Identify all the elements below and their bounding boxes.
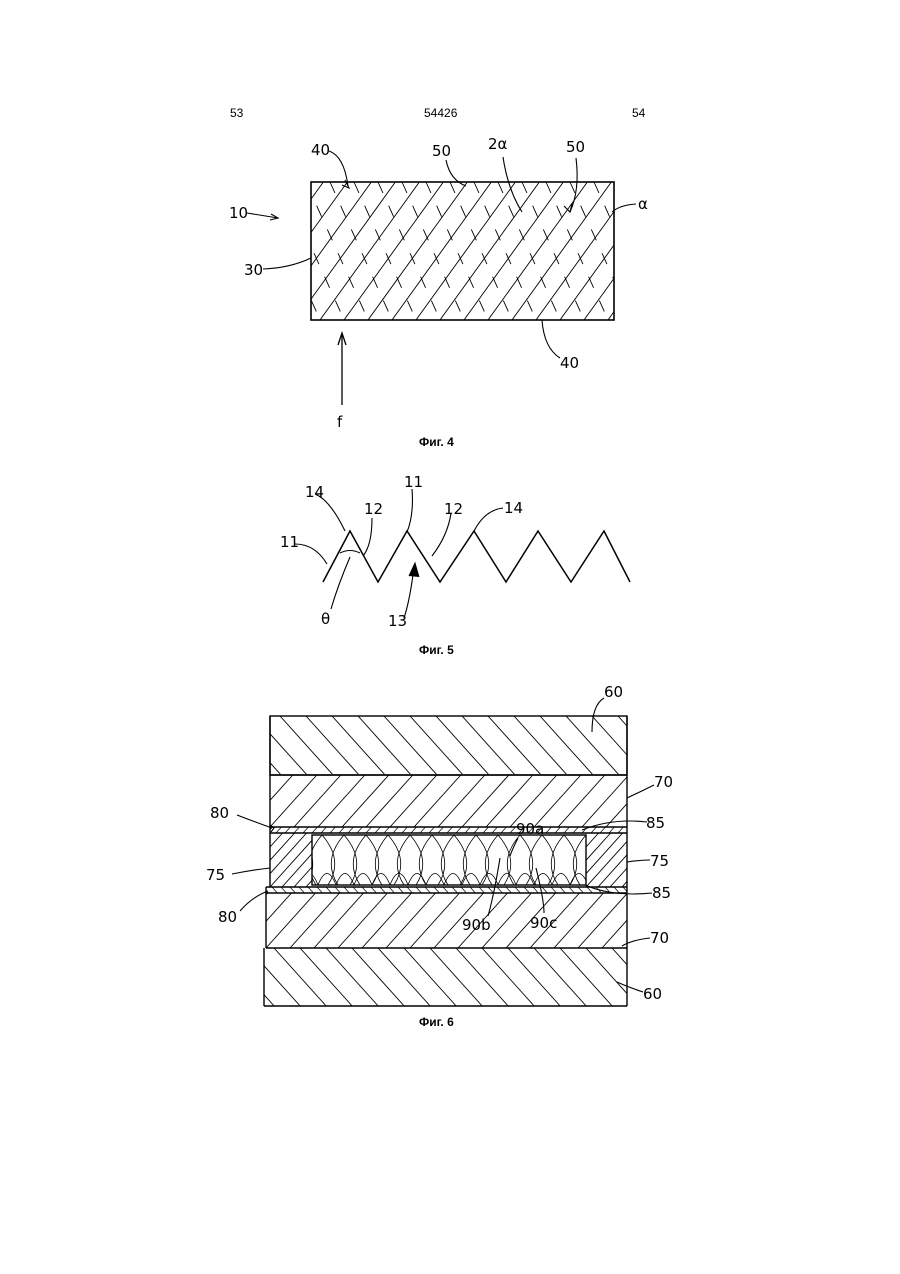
label-11-a: 11 [280,533,299,551]
label-85-bottom: 85 [652,884,671,902]
label-13: 13 [388,612,407,630]
label-90a: 90a [516,820,544,838]
leader-80-top [237,815,272,828]
label-theta: θ [321,610,330,628]
label-f: f [337,413,343,431]
label-12-b: 12 [444,500,463,518]
fig5-zigzag [323,531,630,582]
leader-11-a [295,544,327,564]
label-30: 30 [244,261,263,279]
leader-85-top [582,821,647,830]
fig6-drawing [144,698,796,1006]
label-75-left: 75 [206,866,225,884]
label-80-bottom: 80 [218,908,237,926]
label-40-bottom: 40 [560,354,579,372]
leader-75-left [232,868,270,874]
fig5-caption: Фиг. 5 [419,643,454,657]
spacer-75-right [466,833,791,887]
leader-40-bottom [542,320,560,358]
label-60-top: 60 [604,683,623,701]
fig5-labels: 14 12 11 12 14 11 θ 13 Фиг. 5 [280,473,523,657]
layer-60-top [150,716,775,775]
leader-80-bottom [240,891,268,911]
leader-2alpha [503,157,522,212]
leader-70-bottom [622,938,650,946]
leader-12-a [363,518,372,556]
label-14-a: 14 [305,483,324,501]
fig4-drawing [200,151,851,405]
leader-theta [331,557,350,609]
layer-70-top [150,775,773,827]
label-40-top: 40 [311,141,330,159]
label-11-b: 11 [404,473,423,491]
label-60-bottom: 60 [643,985,662,1003]
label-12-a: 12 [364,500,383,518]
fig4-caption: Фиг. 4 [419,435,454,449]
theta-arc [340,551,360,554]
label-70-top: 70 [654,773,673,791]
fig6-labels: 60 70 80 90a 85 75 75 85 80 90b 90c 70 6… [206,683,673,1029]
label-50-b: 50 [566,138,585,156]
label-75-right: 75 [650,852,669,870]
label-70-bottom: 70 [650,929,669,947]
leader-30 [263,258,311,269]
label-10: 10 [229,204,248,222]
leader-12-b [432,513,451,556]
label-85-top: 85 [646,814,665,832]
leader-14-b [474,508,503,531]
label-80-top: 80 [210,804,229,822]
core-90 [300,835,608,885]
leader-11-b [407,489,412,532]
label-alpha: α [638,195,648,213]
label-90c: 90c [530,914,557,932]
label-90b: 90b [462,916,491,934]
layer-60-bottom [144,948,794,1006]
label-2alpha: 2α [488,135,508,153]
leader-70-top [627,785,654,798]
label-14-b: 14 [504,499,523,517]
leader-alpha [612,204,636,212]
fig6-caption: Фиг. 6 [419,1015,454,1029]
leader-75-right [627,860,650,862]
label-50-a: 50 [432,142,451,160]
